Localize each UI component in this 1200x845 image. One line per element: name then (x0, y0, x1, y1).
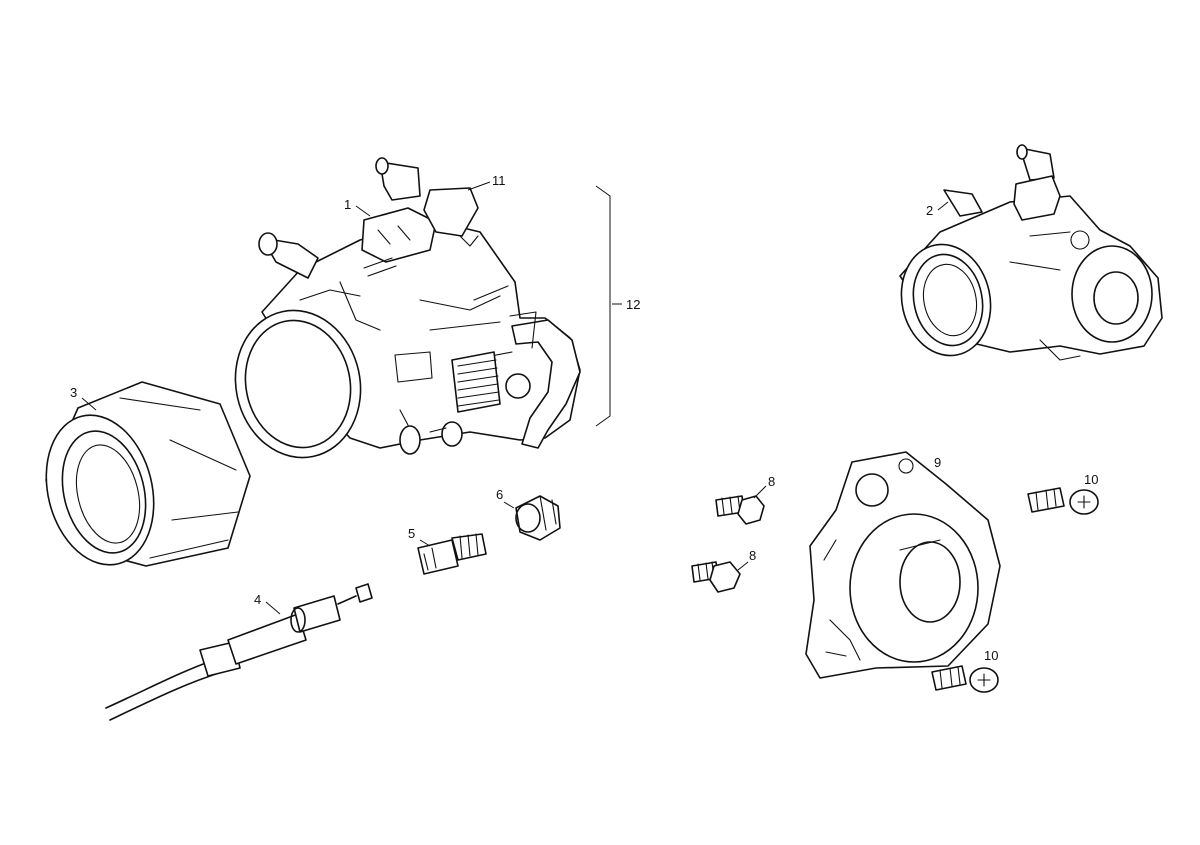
throttle-body-part-1 (234, 157, 581, 459)
label-part-2: 2 (926, 203, 933, 218)
screw-part-10-upper (1027, 487, 1099, 515)
screw-part-8-lower (691, 561, 741, 593)
label-part-10-upper: 10 (1084, 472, 1098, 487)
cover-part-9 (805, 451, 1001, 679)
label-part-5: 5 (408, 526, 415, 541)
label-part-10-lower: 10 (984, 648, 998, 663)
adjuster-screw-part-5 (417, 533, 487, 575)
label-part-8-upper: 8 (768, 474, 775, 489)
label-part-11: 11 (492, 173, 506, 188)
nut-part-6 (515, 495, 561, 541)
throttle-body-part-2 (899, 144, 1163, 361)
label-part-1: 1 (344, 197, 351, 212)
label-part-4: 4 (254, 592, 261, 607)
label-part-6: 6 (496, 487, 503, 502)
leader-lines (81, 181, 949, 615)
screw-part-10-lower (931, 665, 999, 693)
label-part-9: 9 (934, 455, 941, 470)
screw-part-8-upper (715, 495, 765, 525)
label-part-12: 12 (626, 297, 640, 312)
intake-boot-part-3 (45, 381, 251, 567)
label-part-8-lower: 8 (749, 548, 756, 563)
bracket-part-12 (595, 185, 611, 427)
label-part-3: 3 (70, 385, 77, 400)
throttle-cable-part-4 (105, 583, 373, 721)
